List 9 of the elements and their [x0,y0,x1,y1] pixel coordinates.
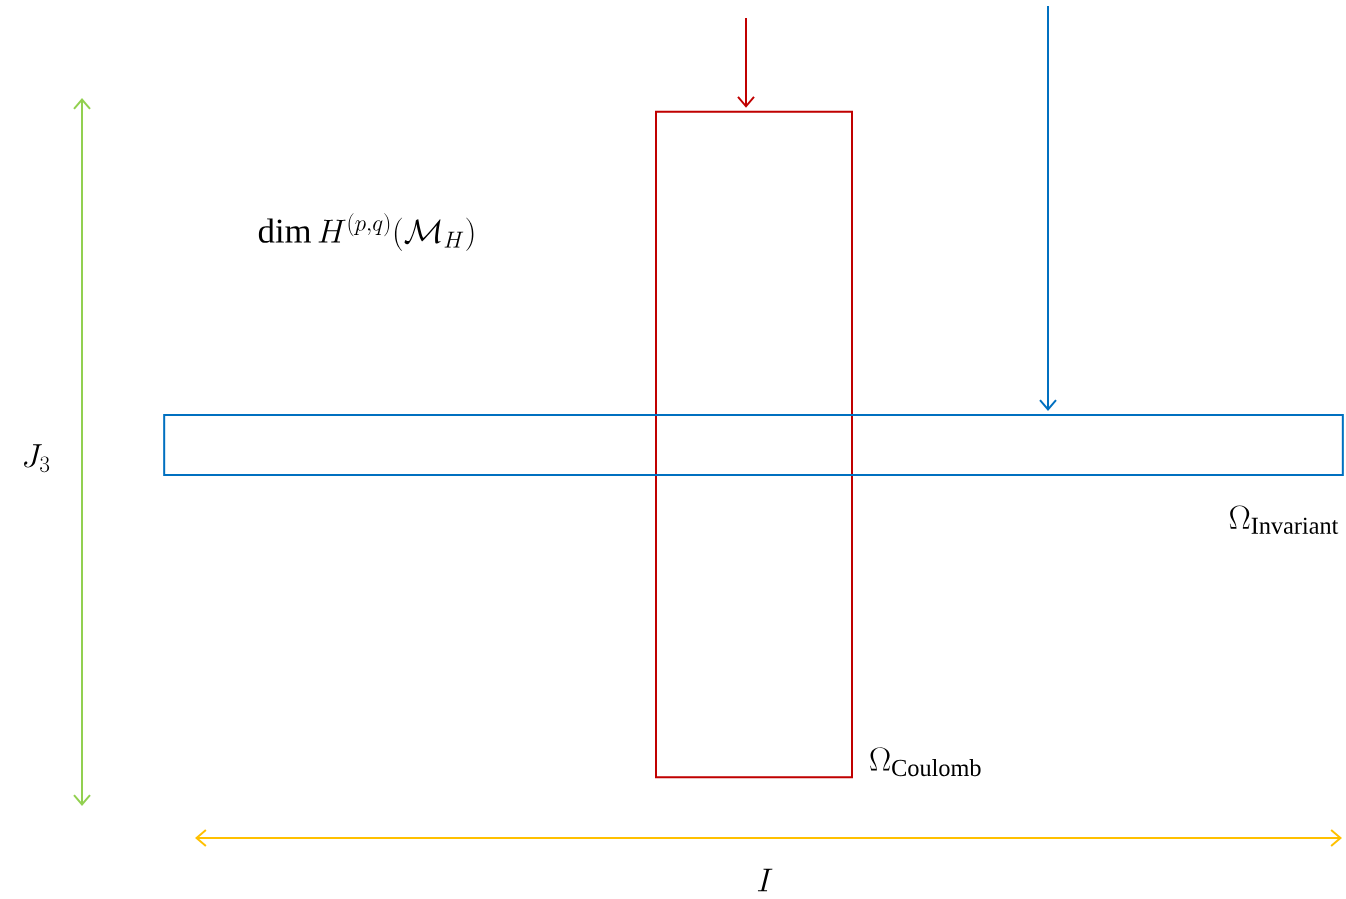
rectangle [163,414,1344,476]
axis-label: $J_3$ [24,444,50,473]
arrow [1039,5,1057,411]
rectangle [655,110,853,779]
region-label: $\Omega_{\mathrm{Invariant}}$ [1229,505,1339,534]
formula: $\dim H^{(p,q)}(\mathcal{M}_H)$ [258,213,474,251]
axis-label: $I$ [757,868,773,892]
region-label: $\Omega_{\mathrm{Coulomb}}$ [870,747,981,777]
arrow [737,17,755,108]
